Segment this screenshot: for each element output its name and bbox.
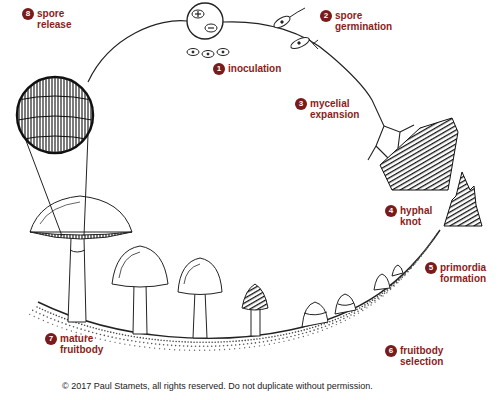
- copyright-notice: © 2017 Paul Stamets, all rights reserved…: [62, 381, 373, 392]
- young-mushroom: [242, 284, 268, 336]
- gill-magnifier: [18, 96, 92, 140]
- substrate-ground: [29, 230, 440, 350]
- stage-label: mycelial expansion: [310, 98, 359, 120]
- mating-spores: [187, 3, 223, 39]
- selection-figures: [338, 303, 354, 305]
- mating-spores: [197, 11, 198, 17]
- substrate-ground: [35, 234, 437, 342]
- stage-label: spore germination: [335, 10, 392, 32]
- germinating-spores: [289, 35, 311, 51]
- large-mushroom: [112, 246, 168, 334]
- mature-mushroom: [68, 238, 86, 322]
- callout-number: 3: [295, 98, 307, 110]
- growing-mushroom: [193, 290, 207, 338]
- mycelial-mass: [380, 118, 458, 190]
- primordia-figures: [374, 265, 403, 290]
- mating-spores: [192, 10, 204, 18]
- germinating-spores: [309, 39, 318, 49]
- mature-mushroom: [30, 196, 132, 232]
- primordia-figures: [374, 274, 390, 290]
- mycelium-branches: [376, 146, 388, 158]
- substrate-ground: [38, 230, 440, 338]
- germinating-spores: [272, 14, 292, 30]
- stage-label: spore release: [37, 8, 71, 30]
- mature-mushroom: [40, 202, 80, 224]
- stage-callout: 4hyphal knot: [385, 205, 432, 227]
- inoculation-spores: [202, 51, 214, 58]
- germinating-spores: [298, 42, 300, 44]
- stage-callout: 7mature fruitbody: [45, 333, 103, 355]
- gill-magnifier: [18, 78, 92, 152]
- hyphal-knot-figure: [444, 172, 482, 226]
- stage-label: mature fruitbody: [60, 333, 103, 355]
- mating-spores: [187, 3, 223, 39]
- mycelium-branches: [400, 125, 414, 132]
- inoculation-spores: [217, 49, 229, 56]
- hyphal-knot-figure: [444, 172, 482, 226]
- gill-magnifier: [84, 135, 88, 236]
- stage-callout: 3mycelial expansion: [295, 98, 359, 120]
- gill-magnifier: [18, 136, 92, 140]
- selection-figures: [304, 312, 327, 315]
- stage-label: primordia formation: [440, 262, 486, 284]
- callout-number: 7: [45, 333, 57, 345]
- young-mushroom: [242, 284, 268, 310]
- mating-spores: [205, 24, 217, 32]
- stage-label: hyphal knot: [400, 205, 432, 227]
- callout-number: 8: [22, 8, 34, 20]
- substrate-ground: [32, 238, 434, 346]
- stage-callout: 1inoculation: [213, 63, 281, 75]
- primordia-figures: [392, 265, 403, 276]
- large-mushroom: [133, 283, 147, 334]
- mature-mushroom: [30, 196, 132, 322]
- callout-number: 4: [385, 205, 397, 217]
- large-mushroom: [119, 252, 140, 278]
- mycelial-mass: [380, 118, 458, 190]
- cycle-line: [88, 21, 187, 82]
- growing-mushroom: [178, 258, 222, 338]
- gill-magnifier: [17, 77, 93, 236]
- selection-figures: [335, 294, 356, 314]
- callout-number: 1: [213, 63, 225, 75]
- callout-number: 6: [385, 345, 397, 357]
- selection-figures: [302, 294, 356, 327]
- mature-mushroom: [30, 232, 132, 239]
- selection-figures: [302, 302, 328, 327]
- germinating-spores: [281, 21, 283, 23]
- cycle-line: [223, 22, 372, 100]
- mature-mushroom: [70, 250, 85, 252]
- inoculation-spores: [207, 53, 209, 55]
- growing-mushroom: [178, 258, 222, 295]
- stage-callout: 8spore release: [22, 8, 71, 30]
- stage-callout: 2spore germination: [320, 10, 392, 32]
- gill-magnifier: [18, 96, 92, 100]
- callout-number: 2: [320, 10, 332, 22]
- gill-magnifier: [18, 116, 92, 120]
- mating-spores: [208, 27, 214, 28]
- inoculation-spores: [187, 49, 229, 58]
- large-mushroom: [112, 246, 168, 287]
- growing-mushroom: [184, 264, 200, 284]
- gill-magnifier: [17, 77, 93, 153]
- stage-label: inoculation: [228, 63, 281, 74]
- inoculation-spores: [222, 51, 224, 53]
- callout-number: 5: [425, 262, 437, 274]
- mycelium-branches: [372, 100, 384, 146]
- cycle-line: [88, 21, 372, 100]
- germinating-spores: [290, 8, 305, 17]
- inoculation-spores: [187, 49, 199, 56]
- stage-callout: 6fruitbody selection: [385, 345, 443, 367]
- stage-label: fruitbody selection: [400, 345, 443, 367]
- stage-callout: 5primordia formation: [425, 262, 486, 284]
- mycelium-branches: [384, 126, 400, 148]
- germinating-spores: [272, 8, 318, 51]
- inoculation-spores: [192, 51, 194, 53]
- mycelium-branches: [368, 146, 376, 160]
